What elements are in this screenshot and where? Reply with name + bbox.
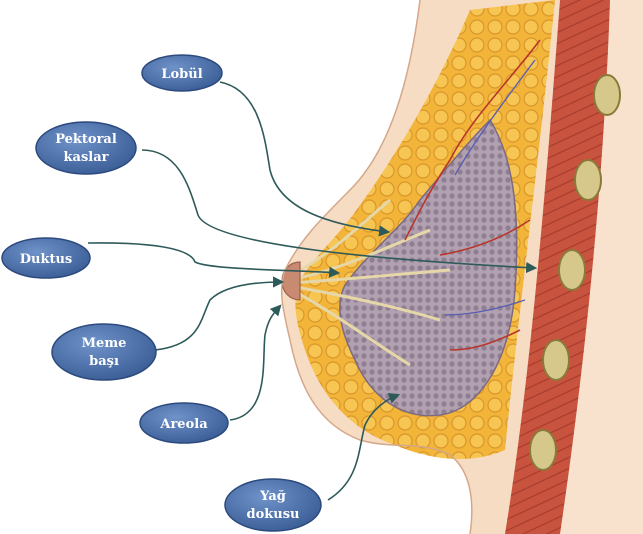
label-lobul-text: Lobül xyxy=(161,67,202,82)
leader-meme xyxy=(155,282,282,350)
label-meme-line1: Meme xyxy=(82,336,127,351)
label-duktus-text: Duktus xyxy=(20,252,73,267)
label-yag: Yağ dokusu xyxy=(225,479,321,531)
label-pektoral: Pektoral kaslar xyxy=(36,122,136,174)
label-pektoral-line2: kaslar xyxy=(64,150,109,165)
anatomy-illustration xyxy=(282,0,643,534)
label-yag-line1: Yağ xyxy=(259,489,286,504)
label-areola: Areola xyxy=(140,403,228,443)
label-meme-line2: başı xyxy=(89,354,119,369)
label-yag-line2: dokusu xyxy=(247,507,300,522)
label-duktus: Duktus xyxy=(2,238,90,278)
label-pektoral-line1: Pektoral xyxy=(55,132,117,147)
label-areola-text: Areola xyxy=(159,417,208,432)
label-meme: Meme başı xyxy=(52,324,156,380)
leader-areola xyxy=(230,306,280,420)
label-lobul: Lobül xyxy=(142,55,222,91)
